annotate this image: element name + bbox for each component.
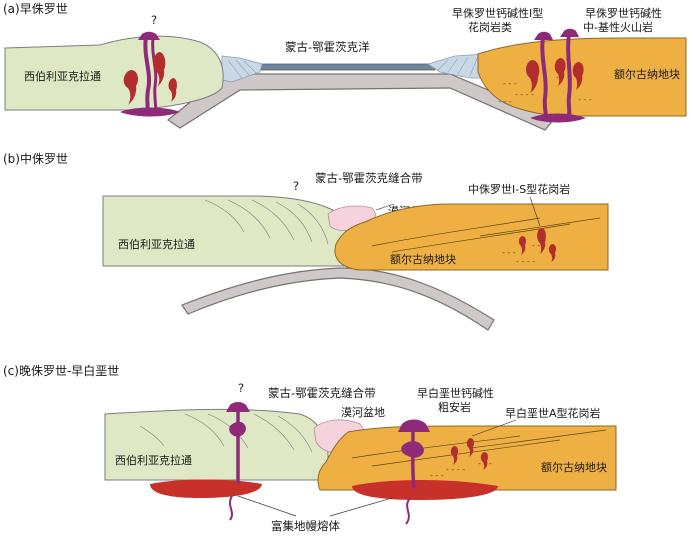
svg-text:- - -: - - - xyxy=(578,95,592,104)
panel-a-craton-label: 西伯利亚克拉通 xyxy=(24,69,101,83)
panel-c-mantle-melt-bodies xyxy=(150,479,498,525)
panel-c-block-label: 额尔古纳地块 xyxy=(541,461,607,474)
panel-a-question-mark: ? xyxy=(151,13,157,27)
panel-b-granite-leader xyxy=(529,196,541,227)
panel-a-volcanic-label-line2: 中-基性火山岩 xyxy=(583,20,653,34)
panel-b-subducting-slab xyxy=(181,267,495,331)
panel-b-suture-label: 蒙古-鄂霍茨克缝合带 xyxy=(315,171,423,185)
panel-c-trachyandesite-line1: 早白垩世钙碱性 xyxy=(417,386,494,400)
panel-c-siberian-craton xyxy=(104,408,329,481)
panel-b-block-dashes: - - -- - - -- - - xyxy=(502,241,546,266)
panel-c-trachyandesite-line2: 粗安岩 xyxy=(438,400,471,414)
panel-a-craton-magma xyxy=(120,31,180,117)
panel-a-subducting-slab xyxy=(166,73,556,131)
panel-a-granite-label-line2: 花岗岩类 xyxy=(468,20,512,34)
panel-c-question-mark: ? xyxy=(238,381,244,395)
panel-b-granite-bodies xyxy=(518,228,556,262)
panel-a: (a)早侏罗世 ? 西伯利亚克拉通 - - -- - - -- - - - - … xyxy=(3,2,687,131)
panel-b-basin-leader xyxy=(375,203,395,211)
svg-text:- - -: - - - xyxy=(503,79,517,88)
panel-c-ergun-block xyxy=(317,425,617,491)
panel-b-block-lines xyxy=(371,217,601,253)
svg-text:- - -: - - - xyxy=(502,248,516,257)
panel-a-wedge-hatching xyxy=(227,55,479,79)
panel-b: (b)中侏罗世 ? 蒙古-鄂霍茨克缝合带 西伯利亚克拉通 漠河盆地 - - --… xyxy=(3,151,609,331)
panel-b-ergun-block xyxy=(334,203,609,271)
panel-c-granite-bodies xyxy=(450,438,488,470)
panel-a-title: (a)早侏罗世 xyxy=(3,2,68,16)
panel-a-volcanic-label-line1: 早侏罗世钙碱性 xyxy=(585,6,662,20)
svg-text:- - - -: - - - - xyxy=(446,465,465,474)
panel-c-melt-leaders xyxy=(237,495,393,517)
panel-c-suture-label: 蒙古-鄂霍茨克缝合带 xyxy=(268,386,376,400)
panel-a-ocean-floor xyxy=(257,63,436,71)
svg-text:- - -: - - - xyxy=(430,471,444,480)
panel-c-craton-label: 西伯利亚克拉通 xyxy=(115,453,192,467)
svg-text:- - -: - - - xyxy=(498,97,512,106)
panel-a-siberian-craton xyxy=(4,35,224,111)
panel-a-block-magma xyxy=(526,28,586,123)
panel-b-craton-hatching xyxy=(204,199,329,245)
panel-c-block-lines xyxy=(351,429,607,467)
svg-text:- - - -: - - - - xyxy=(515,90,534,99)
svg-text:- - -: - - - xyxy=(532,241,546,250)
panel-b-question-mark: ? xyxy=(293,179,299,193)
svg-text:- - - -: - - - - xyxy=(516,257,535,266)
panel-b-title: (b)中侏罗世 xyxy=(3,151,68,166)
panel-b-siberian-craton xyxy=(102,195,351,267)
panel-c-basin-label: 漠河盆地 xyxy=(341,405,385,419)
panel-c-title: (c)晚侏罗世-早白垩世 xyxy=(3,363,119,378)
panel-c-agranite-label: 早白垩世A型花岗岩 xyxy=(505,406,601,420)
panel-a-block-label: 额尔古纳地块 xyxy=(614,68,680,81)
panel-a-granite-label-line1: 早侏罗世钙碱性I型 xyxy=(452,6,543,20)
panel-b-craton-label: 西伯利亚克拉通 xyxy=(118,237,195,251)
panel-c-agranite-leader xyxy=(471,419,517,437)
panel-c: (c)晚侏罗世-早白垩世 ? 蒙古-鄂霍茨克缝合带 西伯利亚克拉通 漠河盆地 -… xyxy=(3,363,617,533)
panel-b-granite-label: 中侏罗世I-S型花岗岩 xyxy=(468,182,570,196)
panel-b-block-label: 额尔古纳地块 xyxy=(390,253,456,266)
panel-c-magma-conduits xyxy=(226,402,430,489)
panel-a-ocean-label: 蒙古-鄂霍茨克洋 xyxy=(285,40,370,54)
panel-c-mantle-melt-label: 富集地幔熔体 xyxy=(271,519,340,533)
